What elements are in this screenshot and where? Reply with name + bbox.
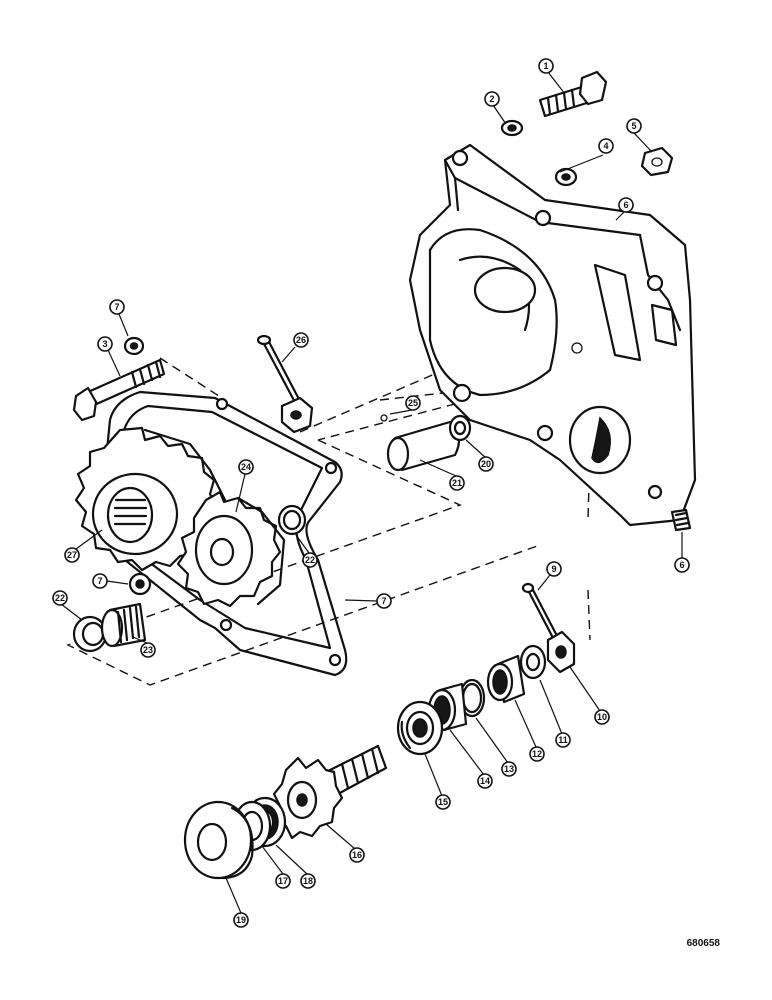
callout-19: 19	[233, 912, 249, 928]
svg-text:6: 6	[679, 560, 684, 570]
callout-7-top: 7	[109, 299, 125, 315]
svg-text:11: 11	[558, 735, 568, 745]
needle-bearing-23	[100, 602, 147, 648]
svg-text:7: 7	[97, 576, 102, 586]
callout-6-housing: 6	[618, 197, 634, 213]
callout-10: 10	[594, 709, 610, 725]
idler-shaft-21	[386, 420, 461, 472]
washer-7-middle	[128, 572, 152, 596]
svg-text:21: 21	[452, 478, 462, 488]
svg-text:12: 12	[532, 749, 542, 759]
callout-23: 23	[140, 642, 156, 658]
svg-text:10: 10	[597, 712, 607, 722]
svg-text:15: 15	[438, 797, 448, 807]
callout-22-left: 22	[52, 590, 68, 606]
o-ring-20	[448, 414, 472, 442]
callout-21: 21	[449, 475, 465, 491]
svg-text:22: 22	[305, 555, 315, 565]
svg-text:6: 6	[623, 200, 628, 210]
gasket	[98, 390, 348, 677]
cap-screw	[538, 70, 608, 118]
callout-16: 16	[349, 847, 365, 863]
callout-7-gasket: 7	[376, 593, 392, 609]
callout-18: 18	[300, 873, 316, 889]
svg-text:19: 19	[236, 915, 246, 925]
svg-text:16: 16	[352, 850, 362, 860]
svg-text:7: 7	[114, 302, 119, 312]
washer-7-top	[123, 336, 145, 356]
callout-5: 5	[626, 118, 642, 134]
svg-text:3: 3	[102, 339, 107, 349]
callout-4: 4	[598, 138, 614, 154]
bolt-3	[72, 358, 166, 422]
callout-11: 11	[555, 732, 571, 748]
svg-text:27: 27	[67, 550, 77, 560]
callout-14: 14	[477, 773, 493, 789]
callout-7-middle: 7	[92, 573, 108, 589]
gear-housing	[408, 143, 697, 527]
svg-text:4: 4	[603, 141, 608, 151]
ball-bearing-15	[396, 700, 444, 756]
svg-text:17: 17	[278, 876, 288, 886]
svg-text:14: 14	[480, 776, 490, 786]
callout-15: 15	[435, 794, 451, 810]
callout-24: 24	[238, 459, 254, 475]
svg-text:20: 20	[481, 459, 491, 469]
figure-number: 680658	[687, 938, 721, 949]
spacer-12	[486, 654, 526, 704]
castle-nut-26	[280, 396, 314, 434]
callout-6-plug: 6	[674, 557, 690, 573]
svg-text:18: 18	[303, 876, 313, 886]
svg-text:2: 2	[489, 94, 494, 104]
svg-text:9: 9	[551, 564, 556, 574]
callout-22-right: 22	[302, 552, 318, 568]
callout-20: 20	[478, 456, 494, 472]
svg-text:13: 13	[504, 764, 514, 774]
svg-text:26: 26	[296, 335, 306, 345]
callout-13: 13	[501, 761, 517, 777]
svg-text:7: 7	[381, 596, 386, 606]
callout-markers: 1 2 4 5 6 6 7 7 7 3 26 25 21 20 24 27 22…	[52, 58, 690, 928]
svg-text:23: 23	[143, 645, 153, 655]
svg-text:24: 24	[241, 462, 251, 472]
callout-27: 27	[64, 547, 80, 563]
callout-1: 1	[538, 58, 554, 74]
pin-25	[380, 414, 388, 422]
washer-2	[500, 119, 524, 137]
oil-seal-19	[183, 800, 254, 880]
pipe-plug	[670, 508, 692, 532]
callout-leaders	[60, 71, 683, 914]
hex-nut-5	[640, 146, 674, 177]
pinion-shaft-16	[272, 744, 388, 840]
large-gear-27	[74, 426, 227, 572]
seal-22-left	[72, 615, 108, 653]
svg-text:25: 25	[408, 398, 418, 408]
svg-text:5: 5	[631, 121, 636, 131]
svg-text:22: 22	[55, 593, 65, 603]
callout-17: 17	[275, 873, 291, 889]
small-gear-24	[176, 490, 286, 608]
cotter-pin-26	[256, 334, 304, 410]
washer-11	[519, 644, 547, 680]
lock-washer-4	[554, 167, 578, 187]
callout-26: 26	[293, 332, 309, 348]
svg-text:1: 1	[543, 61, 548, 71]
callout-25: 25	[405, 395, 421, 411]
cotter-pin-9	[521, 582, 558, 638]
callout-3: 3	[97, 336, 113, 352]
callout-2: 2	[484, 91, 500, 107]
callout-9: 9	[546, 561, 562, 577]
seal-22-right	[277, 504, 307, 536]
callout-12: 12	[529, 746, 545, 762]
castle-nut-10	[546, 630, 576, 674]
